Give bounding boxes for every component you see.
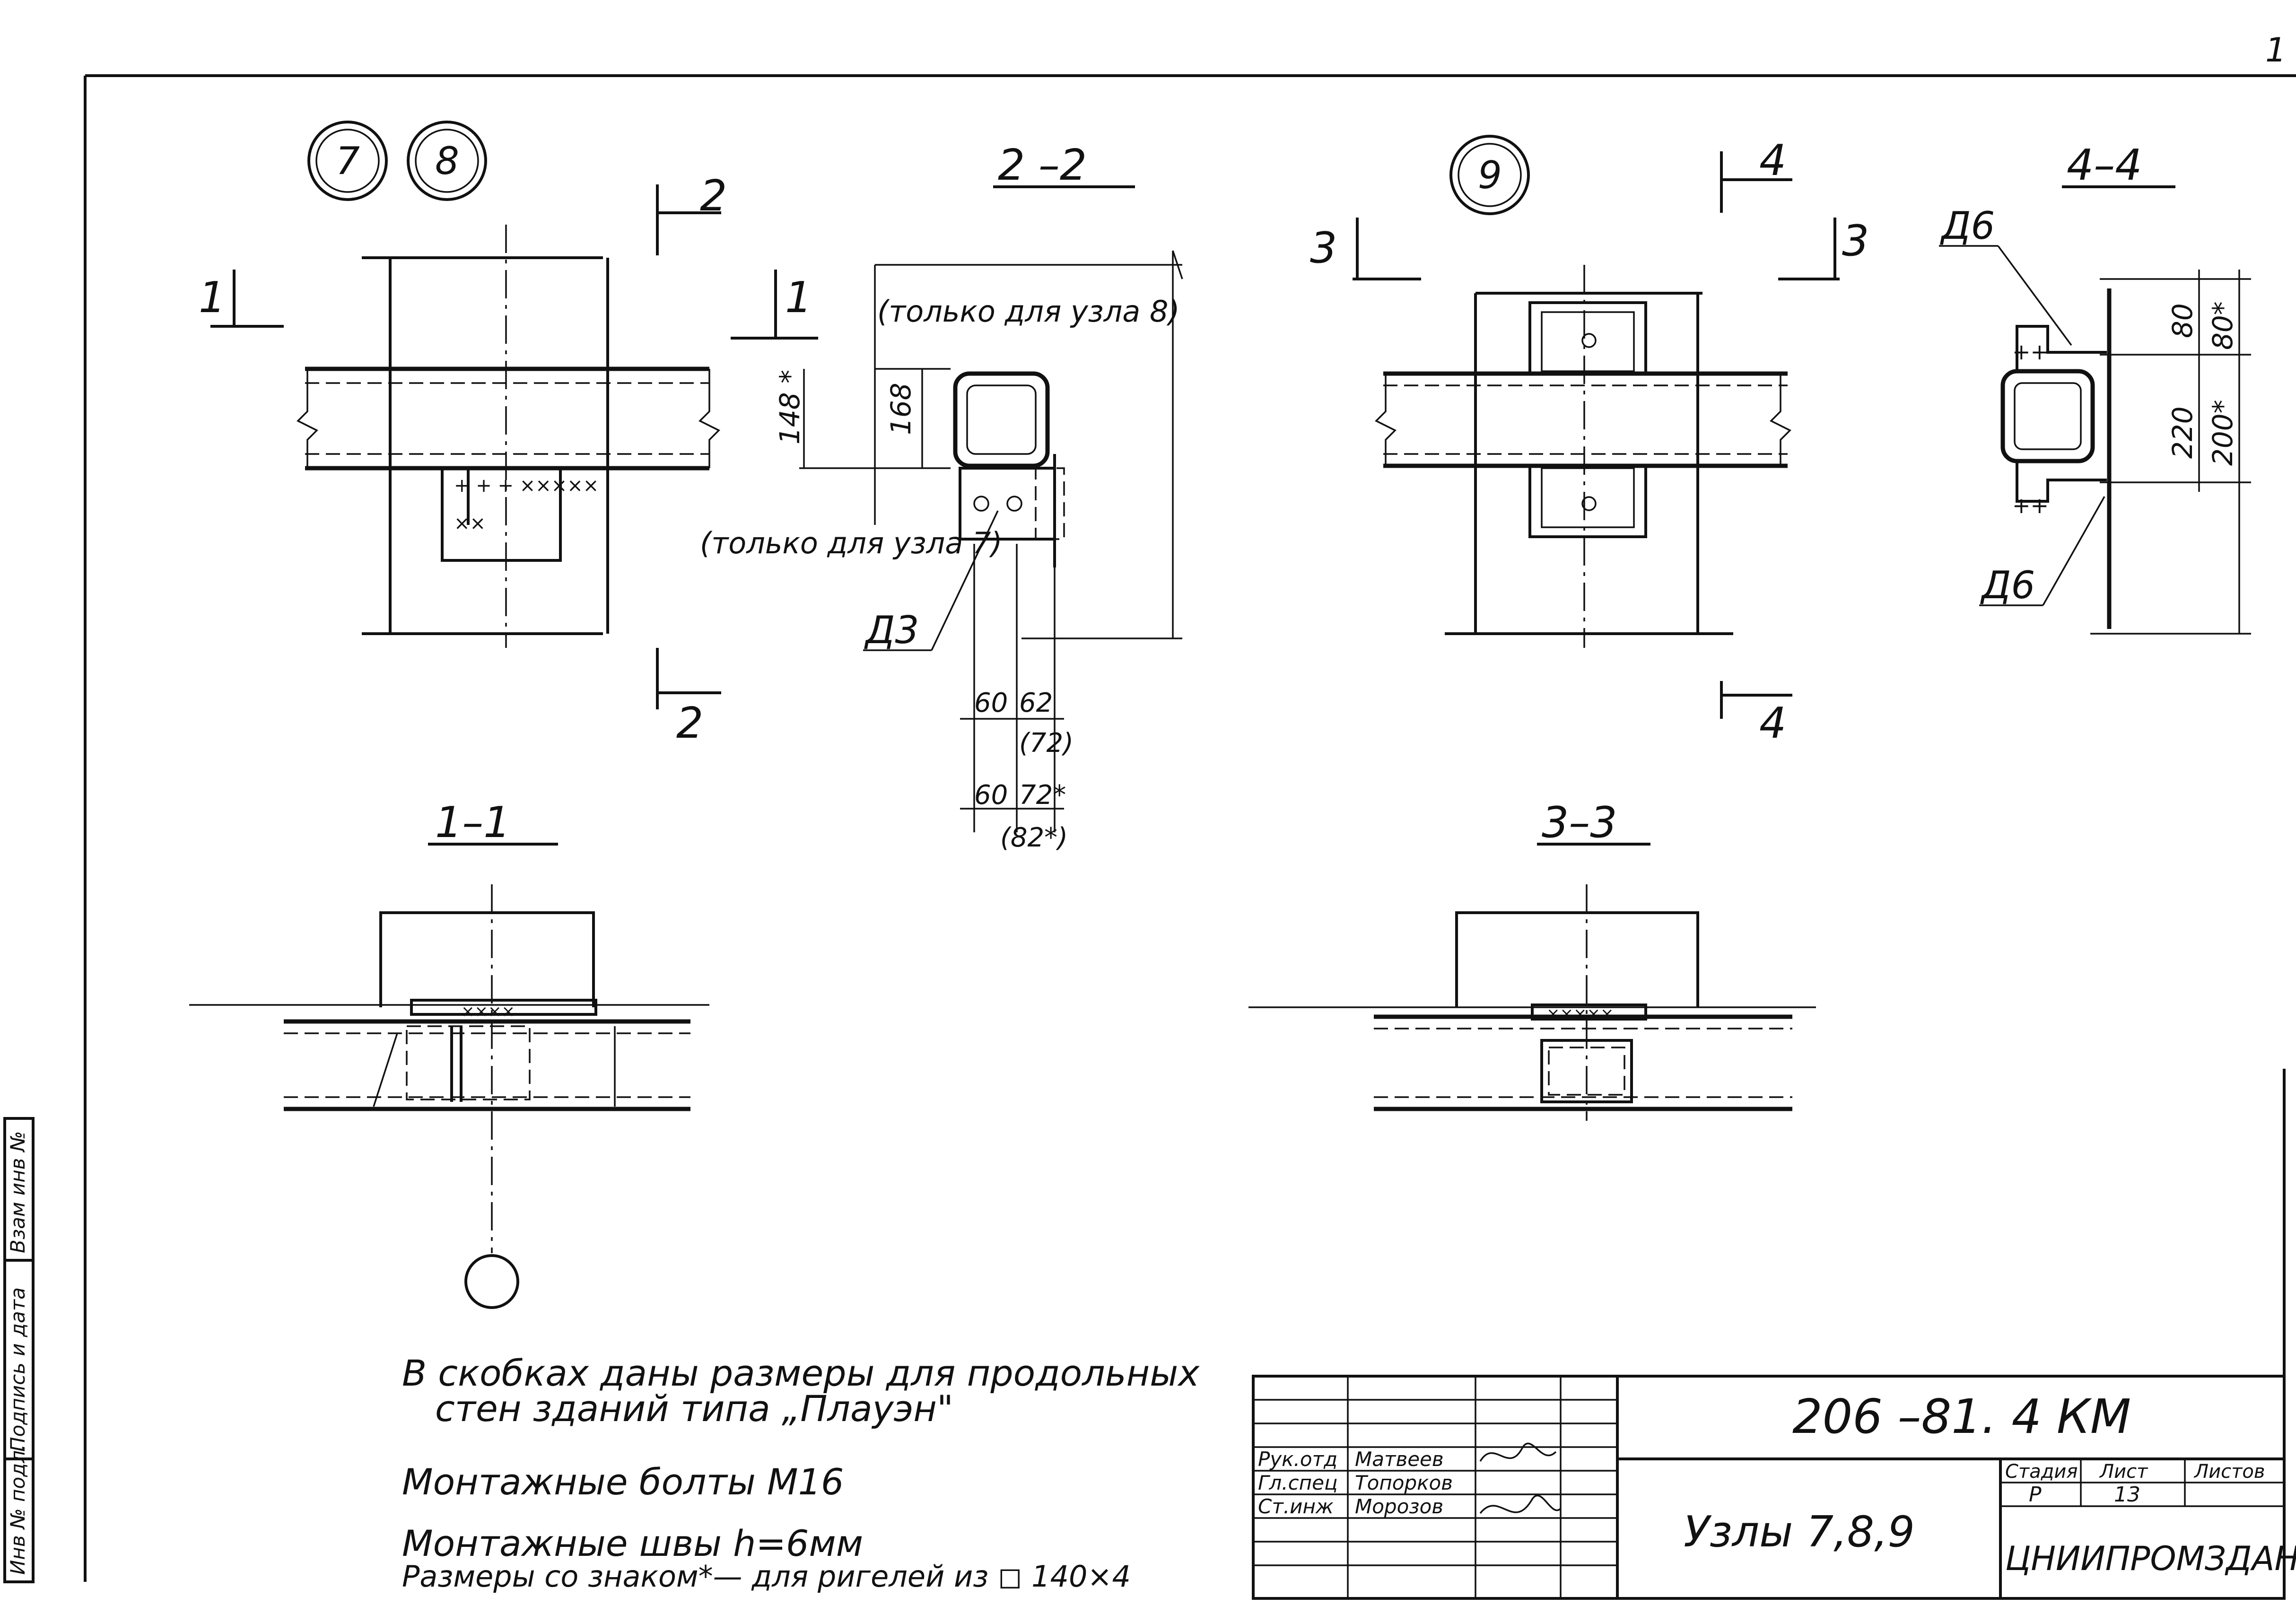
note-line-5: Размеры со знаком*— для ригелей из ◻ 140… [402, 1559, 1131, 1594]
section-1-1: 1–1 ×××× [189, 798, 709, 1309]
cut-mark-2-top: 2 [700, 171, 727, 221]
stamp-inv-no: Инв № подл. [6, 1444, 29, 1575]
svg-text:7: 7 [336, 139, 360, 183]
stamp-replace-inv: Взам инв № [6, 1131, 29, 1253]
cut-mark-4-bottom: 4 [1759, 698, 1786, 748]
svg-text:+ + + ×××××: + + + ××××× [454, 475, 599, 497]
dim-168: 168 [885, 383, 917, 435]
dim-72-star: 72* [1019, 780, 1066, 811]
axis-marker-circle [464, 1254, 519, 1309]
svg-text:++: ++ [2012, 339, 2049, 365]
cut-mark-3-right: 3 [1842, 216, 1869, 266]
value-sheet: 13 [2114, 1483, 2140, 1507]
svg-text:++: ++ [2012, 493, 2049, 518]
svg-text:8: 8 [435, 139, 459, 183]
svg-text:××: ×× [454, 513, 486, 534]
role-3: Ст.инж [1258, 1495, 1334, 1518]
cut-mark-1-right: 1 [785, 273, 812, 323]
dim-60-a: 60 [974, 688, 1008, 718]
cut-mark-3-left: 3 [1310, 223, 1337, 273]
note-only-node-8: (только для узла 8) [877, 294, 1180, 329]
section-title-3-3: 3–3 [1542, 798, 1617, 847]
dim-62: 62 [1019, 688, 1053, 718]
note-line-2: стен зданий типа „Плауэн" [435, 1387, 953, 1430]
node-circle-8: 8 [407, 121, 487, 201]
node-7-8-plan: + + + ××××× ×× 1 2 2 [199, 171, 727, 748]
side-stamp: Инв № подл. Подпись и дата Взам инв № [3, 1117, 35, 1583]
svg-text:××××: ×××× [461, 1002, 515, 1021]
dim-72-bracket: (72) [1019, 728, 1074, 759]
dim-80: 80 [2166, 303, 2199, 338]
signature-1 [1479, 1442, 1557, 1462]
header-sheets: Листов [2193, 1461, 2265, 1483]
section-title-1-1: 1–1 [435, 798, 511, 847]
value-stage: Р [2029, 1483, 2042, 1507]
signature-3 [1479, 1494, 1562, 1514]
drawing-title: Узлы 7,8,9 [1684, 1507, 1915, 1557]
role-2: Гл.спец [1258, 1471, 1338, 1494]
section-title-4-4: 4–4 [2067, 140, 2142, 190]
drawing-code: 206 –81. 4 КМ [1792, 1389, 2131, 1444]
section-title-2-2: 2 –2 [998, 140, 1087, 190]
cut-mark-1-left: 1 [199, 273, 226, 323]
cut-mark-4-top: 4 [1759, 136, 1786, 185]
name-3: Морозов [1355, 1495, 1443, 1518]
title-block: Рук.отд Матвеев Гл.спец Топорков Ст.инж … [1252, 1375, 2296, 1600]
node-9-plan: 3 3 4 4 [1310, 136, 1869, 748]
section-4-4: 4–4 ++ ++ 80 80* 220 200* Д6 Д6 [1939, 140, 2251, 635]
role-1: Рук.отд [1258, 1448, 1337, 1471]
dim-82-star: (82*) [1000, 822, 1068, 853]
general-notes: В скобках даны размеры для продольных ст… [402, 1352, 1200, 1594]
dim-80-star: 80* [2207, 301, 2239, 350]
note-line-1: В скобках даны размеры для продольных [402, 1352, 1200, 1394]
dim-200-star: 200* [2207, 400, 2239, 466]
label-d6-bottom: Д6 [1980, 563, 2035, 607]
label-d3: Д3 [864, 608, 919, 652]
note-only-node-7: (только для узла 7) [700, 526, 1003, 560]
note-line-4: Монтажные швы h=6мм [402, 1522, 863, 1564]
label-d6-top: Д6 [1940, 204, 1995, 248]
dim-60-b: 60 [974, 780, 1008, 811]
page-number: 1 [2265, 31, 2287, 70]
header-sheet: Лист [2099, 1461, 2148, 1483]
note-line-3: Монтажные болты М16 [402, 1461, 844, 1503]
section-2-2: 2 –2 1 (только для узла 8) (только для у… [700, 140, 1183, 853]
svg-text:9: 9 [1478, 153, 1502, 197]
svg-text:×××××: ××××× [1546, 1004, 1614, 1023]
organization: ЦНИИПРОМЗДАНИЙ [2005, 1539, 2296, 1578]
name-2: Топорков [1355, 1471, 1453, 1494]
dim-148: 148 * [774, 370, 806, 445]
cut-mark-2-bottom: 2 [676, 698, 703, 748]
stamp-signature-date: Подпись и дата [6, 1287, 29, 1452]
name-1: Матвеев [1355, 1448, 1444, 1471]
header-stage: Стадия [2005, 1461, 2078, 1483]
node-circle-9: 9 [1449, 135, 1530, 215]
dim-220: 220 [2166, 406, 2199, 459]
section-3-3: 3–3 ××××× [1248, 798, 1816, 1121]
node-circle-7: 7 [307, 121, 388, 201]
